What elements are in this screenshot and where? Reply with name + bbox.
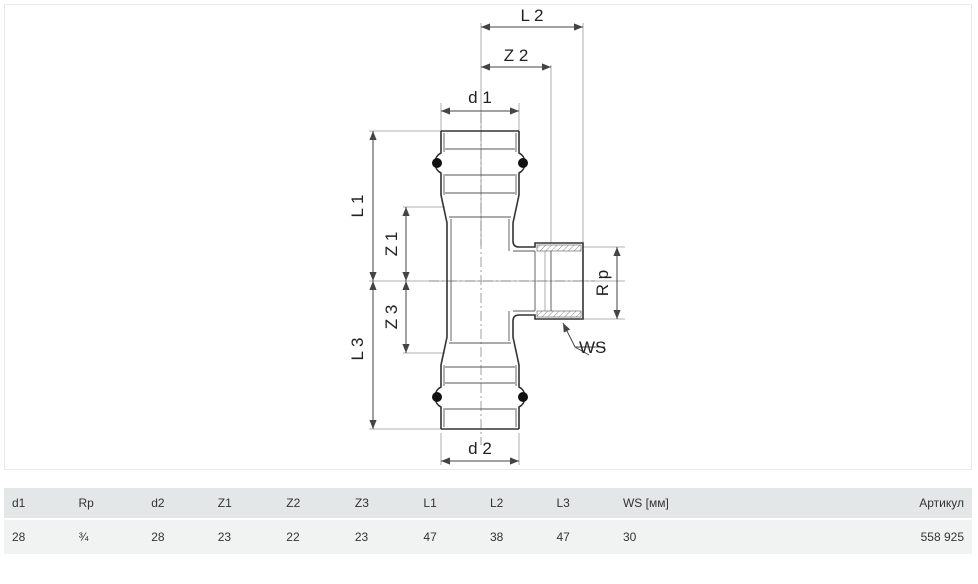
- table-cell: 38: [481, 519, 549, 554]
- fitting-body: [434, 130, 584, 430]
- table-cell: 23: [346, 519, 416, 554]
- column-header: L3: [548, 488, 615, 520]
- table-cell: 22: [278, 519, 347, 554]
- table-cell: 23: [209, 519, 279, 554]
- table-cell: 47: [548, 519, 615, 554]
- center-lines: [429, 113, 595, 445]
- column-header: Rp: [70, 488, 144, 520]
- label-WS: WS: [579, 338, 606, 357]
- o-rings: [432, 158, 528, 402]
- column-header: L1: [415, 488, 482, 520]
- tee-fitting-drawing: L 2 Z 2 d 1 L 1 Z 1 Z 3 L 3 R p WS d 2: [348, 6, 625, 465]
- thread-hatch-top: [536, 244, 582, 252]
- table-row: 28 ¾ 28 23 22 23 47 38 47 30 558 925: [4, 519, 972, 554]
- label-Z2: Z 2: [504, 46, 529, 65]
- column-header: Z2: [278, 488, 347, 520]
- table-cell: 28: [143, 519, 210, 554]
- column-header: d1: [4, 488, 71, 520]
- label-d2: d 2: [468, 439, 492, 458]
- column-header: WS [мм]: [614, 488, 783, 520]
- extension-lines: [369, 23, 625, 465]
- column-header: Z1: [209, 488, 279, 520]
- table-cell-article: 558 925: [782, 519, 972, 554]
- table-cell: 47: [415, 519, 482, 554]
- label-L1: L 1: [348, 194, 367, 217]
- label-Rp: R p: [593, 270, 612, 296]
- o-ring-bottom-right: [518, 392, 528, 402]
- label-Z1: Z 1: [382, 232, 401, 257]
- column-header: Z3: [346, 488, 416, 520]
- column-header-article: Артикул: [782, 488, 972, 520]
- dimension-lines: [369, 23, 621, 465]
- o-ring-top-right: [518, 158, 528, 168]
- table-cell: 28: [4, 519, 71, 554]
- thread-hatch-bottom: [536, 310, 582, 318]
- label-Z3: Z 3: [382, 305, 401, 330]
- column-header: d2: [143, 488, 210, 520]
- specification-table: d1 Rp d2 Z1 Z2 Z3 L1 L2 L3 WS [мм] Артик…: [4, 488, 972, 554]
- inner-walls: [443, 133, 552, 427]
- o-ring-top-left: [432, 158, 442, 168]
- label-d1: d 1: [468, 88, 492, 107]
- table-header-row: d1 Rp d2 Z1 Z2 Z3 L1 L2 L3 WS [мм] Артик…: [4, 488, 972, 520]
- o-ring-bottom-left: [432, 392, 442, 402]
- label-L3: L 3: [348, 337, 367, 360]
- label-L2: L 2: [520, 6, 543, 25]
- column-header: L2: [481, 488, 549, 520]
- drawing-frame: L 2 Z 2 d 1 L 1 Z 1 Z 3 L 3 R p WS d 2: [4, 4, 972, 470]
- table-cell: ¾: [70, 519, 144, 554]
- table-cell: 30: [614, 519, 783, 554]
